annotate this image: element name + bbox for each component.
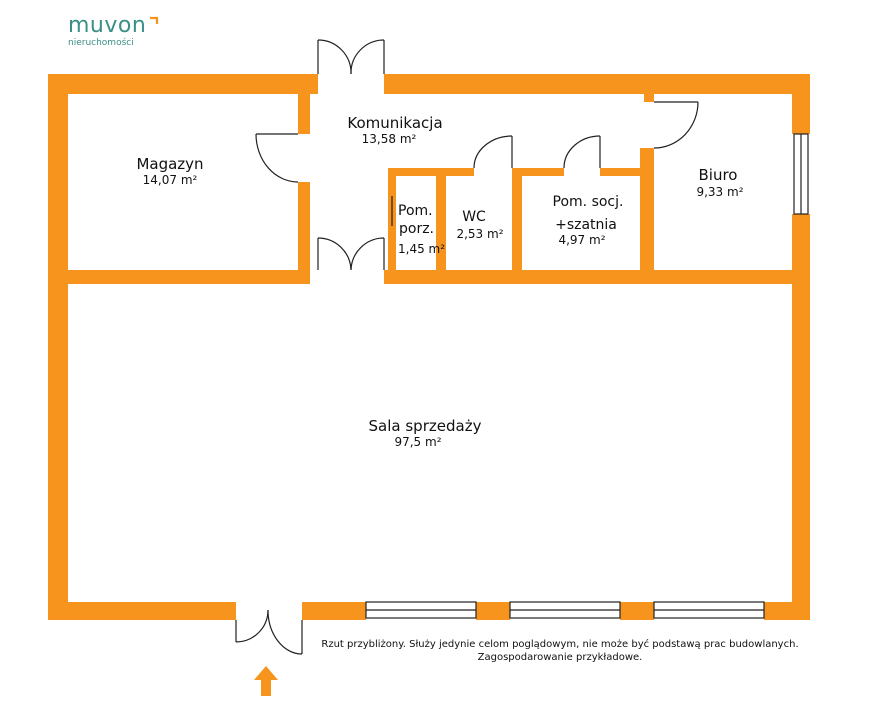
door-corridor-bottom [317,237,385,271]
door-entrance-top [317,39,385,75]
logo-tagline: nieruchomości [68,38,134,48]
wall-top-left [48,74,318,94]
room-komunikacja-name: Komunikacja [347,114,442,132]
room-biuro-area: 9,33 m² [696,185,743,199]
logo-brand: muvon [68,13,147,38]
wall-top-right [384,74,810,94]
room-sala-name: Sala sprzedaży [369,417,482,435]
wall-utility-top-1 [390,168,474,176]
room-komunikacja-area: 13,58 m² [362,132,417,146]
room-porz-name-1: Pom. [398,203,433,219]
room-magazyn-name: Magazyn [136,155,203,173]
window-biuro [793,133,809,215]
window-bottom-2 [509,601,621,619]
wall-porz-wc [436,168,446,272]
room-socj-name-1: Pom. socj. [553,194,624,210]
wall-mid-right [384,270,810,284]
door-magazyn [255,133,299,183]
wall-mid-left [48,270,310,284]
wall-socj-biuro [640,148,654,276]
window-bottom-1 [365,601,477,619]
wall-right-upper [792,74,810,134]
wall-bottom-left [48,602,236,620]
wall-right-lower [792,214,810,620]
wall-bottom-pier-1 [476,602,510,620]
disclaimer-line-2: Zagospodarowanie przykładowe. [477,652,643,663]
disclaimer: Rzut przybliżony. Służy jedynie celom po… [300,638,820,664]
wall-left [48,74,68,620]
room-porz-area: 1,45 m² [398,242,445,256]
room-wc-name: WC [462,209,486,225]
wall-bottom-middle [302,602,366,620]
doors [235,39,699,655]
window-bottom-3 [653,601,765,619]
wall-bottom-pier-2 [620,602,654,620]
room-socj-name-2: +szatnia [555,217,617,233]
wall-utility-top-3 [600,168,644,176]
wall-bottom-right [764,602,810,620]
logo-mark-icon [150,16,159,24]
disclaimer-line-1: Rzut przybliżony. Służy jedynie celom po… [321,639,799,650]
room-biuro-name: Biuro [699,166,738,184]
room-sala-area: 97,5 m² [394,435,441,449]
entrance-arrow-icon [254,666,278,696]
room-wc-area: 2,53 m² [456,227,503,241]
door-biuro [653,101,699,149]
room-socj-area: 4,97 m² [558,233,605,247]
door-wc [473,135,513,169]
wall-wc-socj [512,168,522,272]
company-logo: muvon nieruchomości [68,13,159,48]
wall-utility-top-2 [512,168,564,176]
room-magazyn-area: 14,07 m² [143,173,198,187]
wall-biuro-stub [644,92,654,102]
wall-magazyn-lower [298,182,310,276]
windows [365,133,809,619]
wall-magazyn-upper [298,92,310,134]
door-main-entrance [235,609,303,655]
door-socj [563,135,601,169]
room-porz-name-2: porz. [399,221,434,237]
